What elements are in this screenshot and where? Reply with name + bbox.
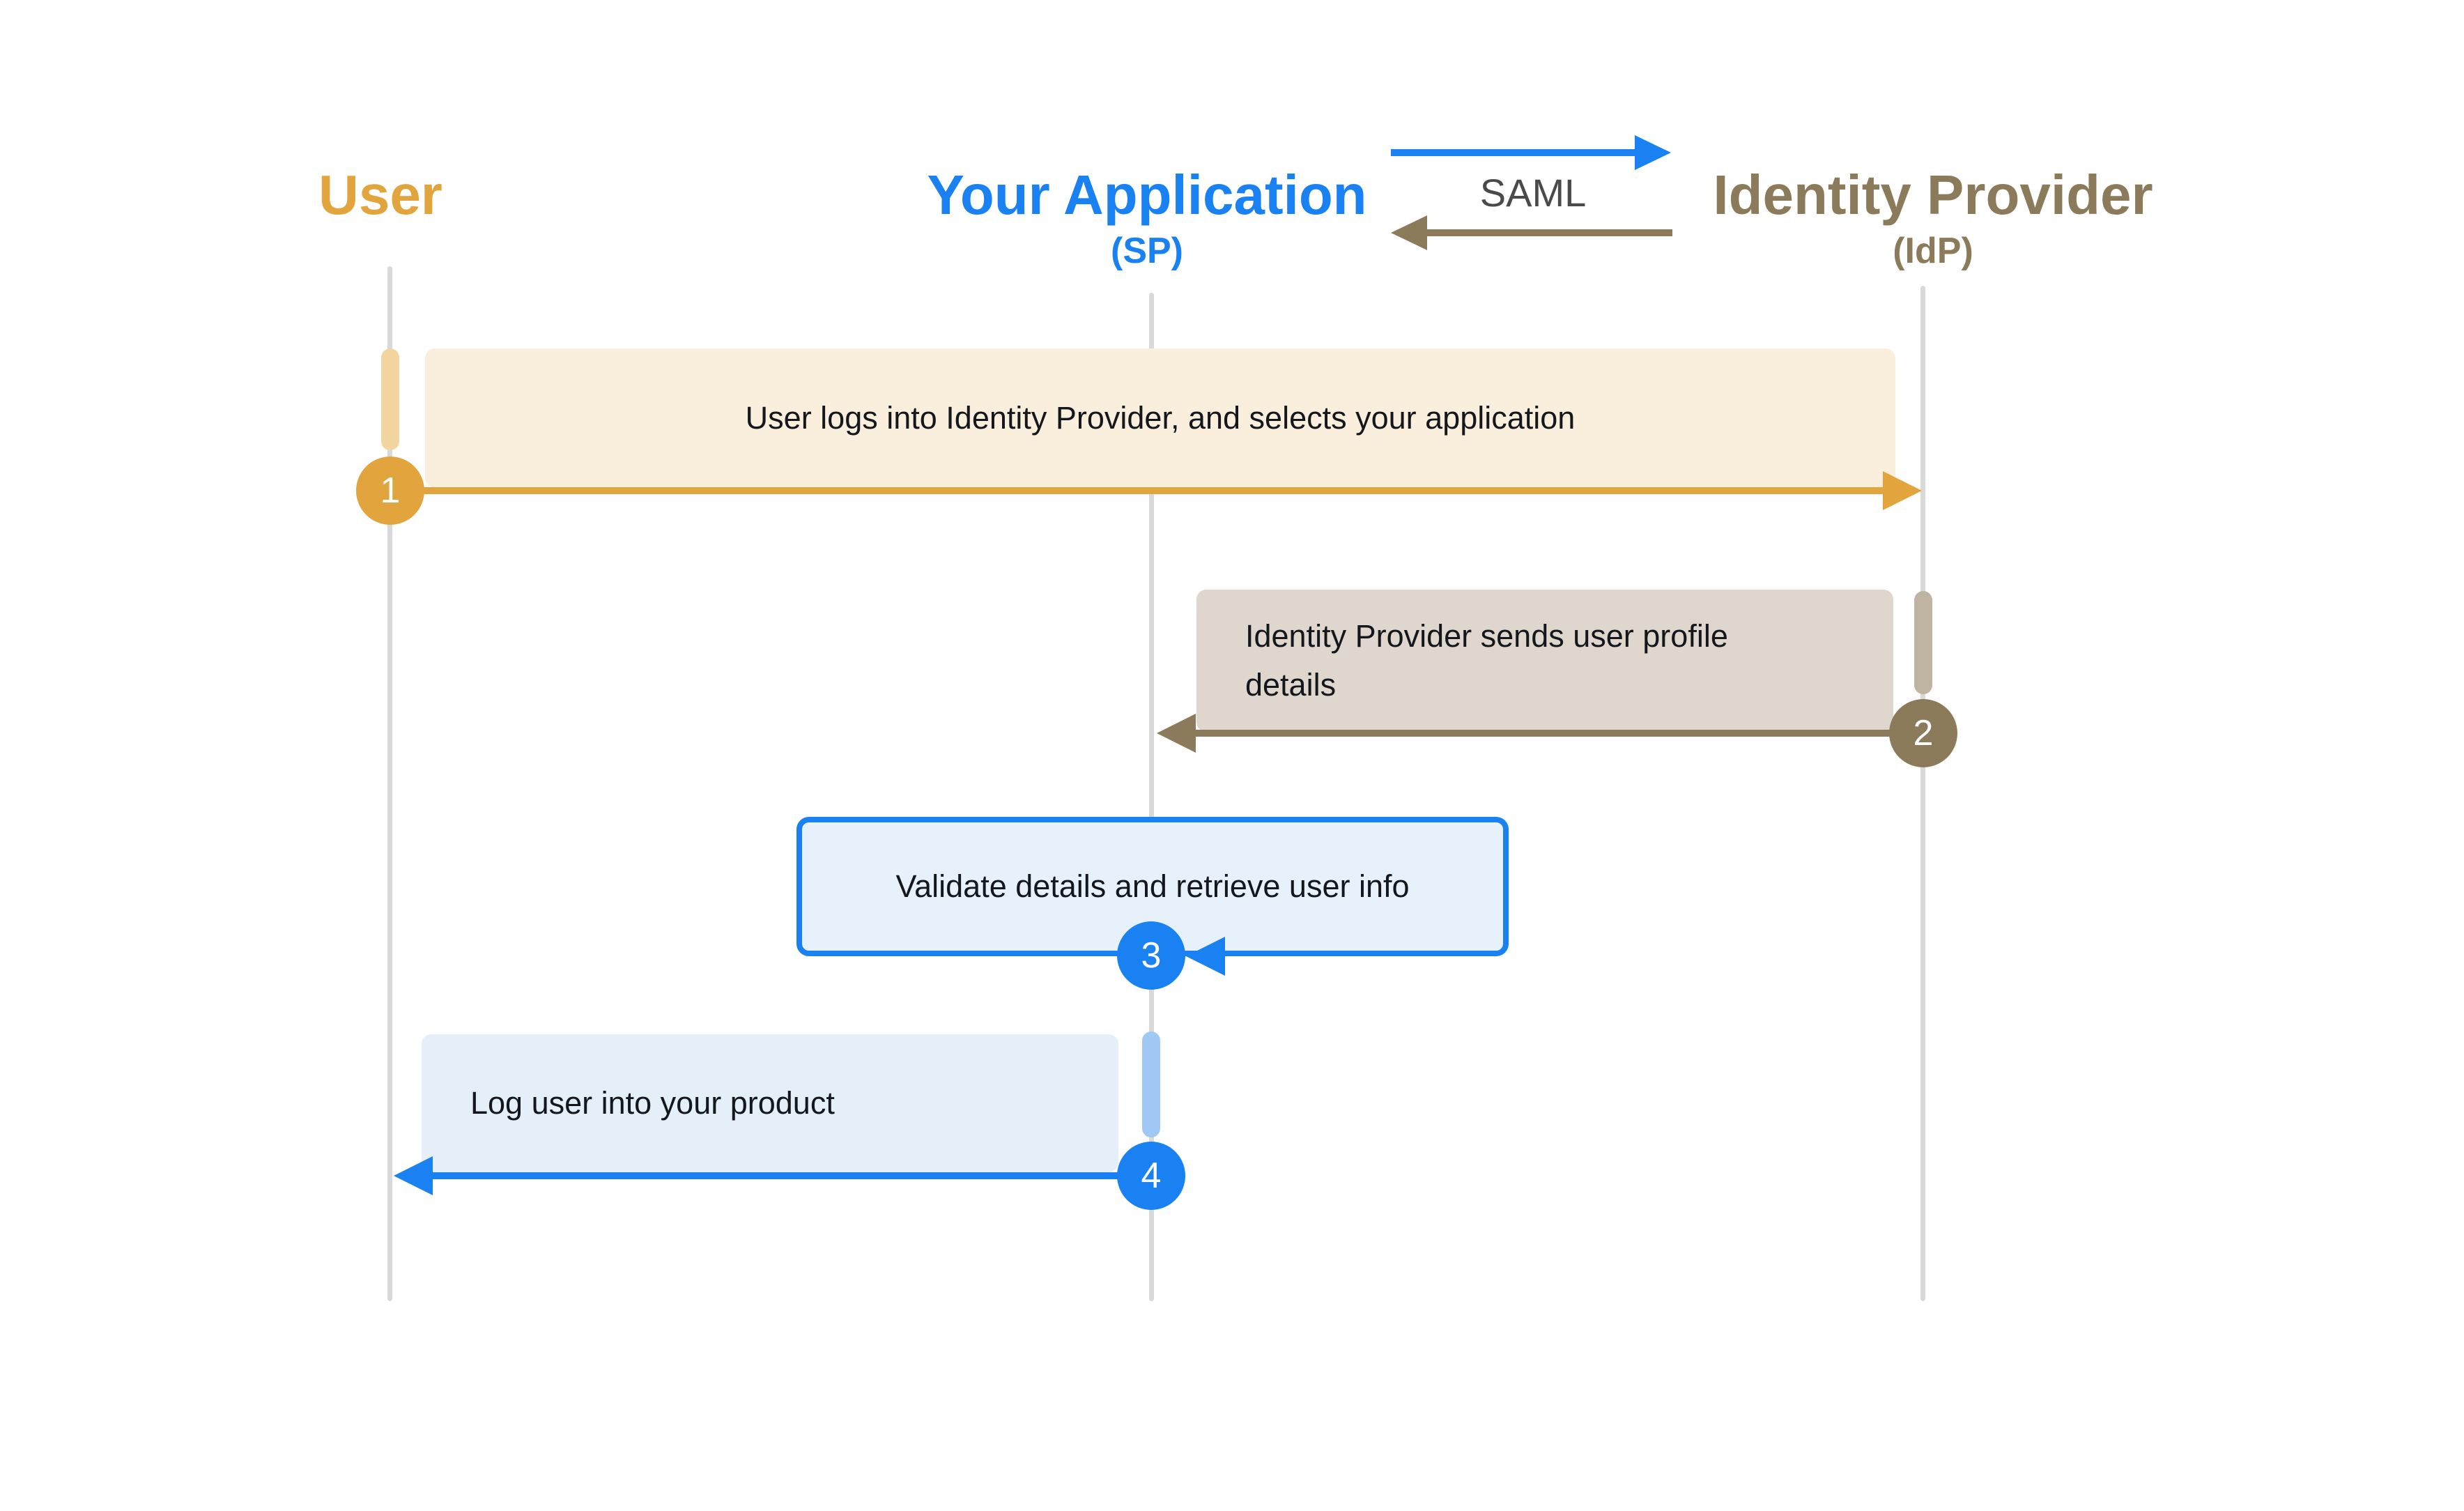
step1-number-badge: 1 [356,457,424,525]
lifeline-your-application [1149,293,1154,1301]
step2-message-box: Identity Provider sends user profile det… [1196,590,1893,732]
step3-arrowhead-icon [1186,937,1225,976]
step4-number: 4 [1141,1156,1162,1196]
step4-arrow [425,1172,1151,1179]
saml-response-arrowhead-icon [1391,215,1427,250]
saml-response-arrow-icon [1426,229,1672,236]
actor-label-identity-provider: Identity Provider [1713,164,2153,226]
step4-message-text: Log user into your product [470,1085,835,1121]
step2-activation-bar [1914,591,1932,694]
step1-message-text: User logs into Identity Provider, and se… [745,400,1576,436]
step2-number: 2 [1913,713,1934,753]
step4-message-box: Log user into your product [422,1034,1118,1172]
step1-message-box: User logs into Identity Provider, and se… [425,348,1895,488]
step3-message-text: Validate details and retrieve user info [895,868,1410,904]
saml-request-arrow-icon [1391,149,1636,156]
actor-sublabel-idp: (IdP) [1893,231,1973,271]
step2-message-text: Identity Provider sends user profile det… [1245,618,1728,703]
step4-arrowhead-icon [394,1156,433,1195]
step3-number: 3 [1141,935,1162,976]
actor-sublabel-sp: (SP) [1111,231,1183,271]
actor-label-your-application: Your Application [927,164,1367,226]
step1-arrow [390,487,1885,494]
step3-number-badge: 3 [1117,921,1185,990]
lifeline-identity-provider [1920,286,1925,1301]
actor-label-user: User [318,164,442,226]
protocol-label: SAML [1479,171,1587,215]
saml-request-arrowhead-icon [1635,135,1671,170]
step1-arrowhead-icon [1883,471,1922,510]
step2-arrowhead-icon [1157,714,1196,753]
step4-number-badge: 4 [1117,1142,1185,1210]
step1-activation-bar [381,348,399,450]
step4-activation-bar [1142,1031,1160,1137]
step2-number-badge: 2 [1889,699,1957,767]
lifeline-user [387,266,392,1301]
step2-arrow [1192,730,1923,737]
step1-number: 1 [380,470,401,511]
